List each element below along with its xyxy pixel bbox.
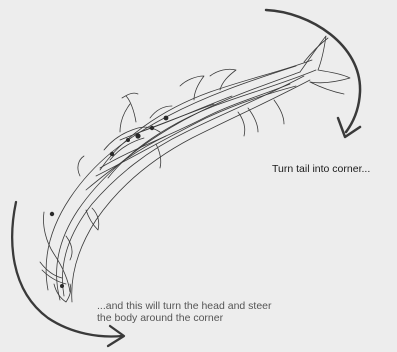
tail-turn-arrow [266,10,360,137]
head-caption: ...and this will turn the head and steer… [97,300,272,324]
tail-caption: Turn tail into corner... [272,163,370,175]
head-caption-line-1: ...and this will turn the head and steer [97,300,272,312]
head-caption-line-2: the body around the corner [97,312,272,324]
head-turn-arrow [12,202,124,346]
